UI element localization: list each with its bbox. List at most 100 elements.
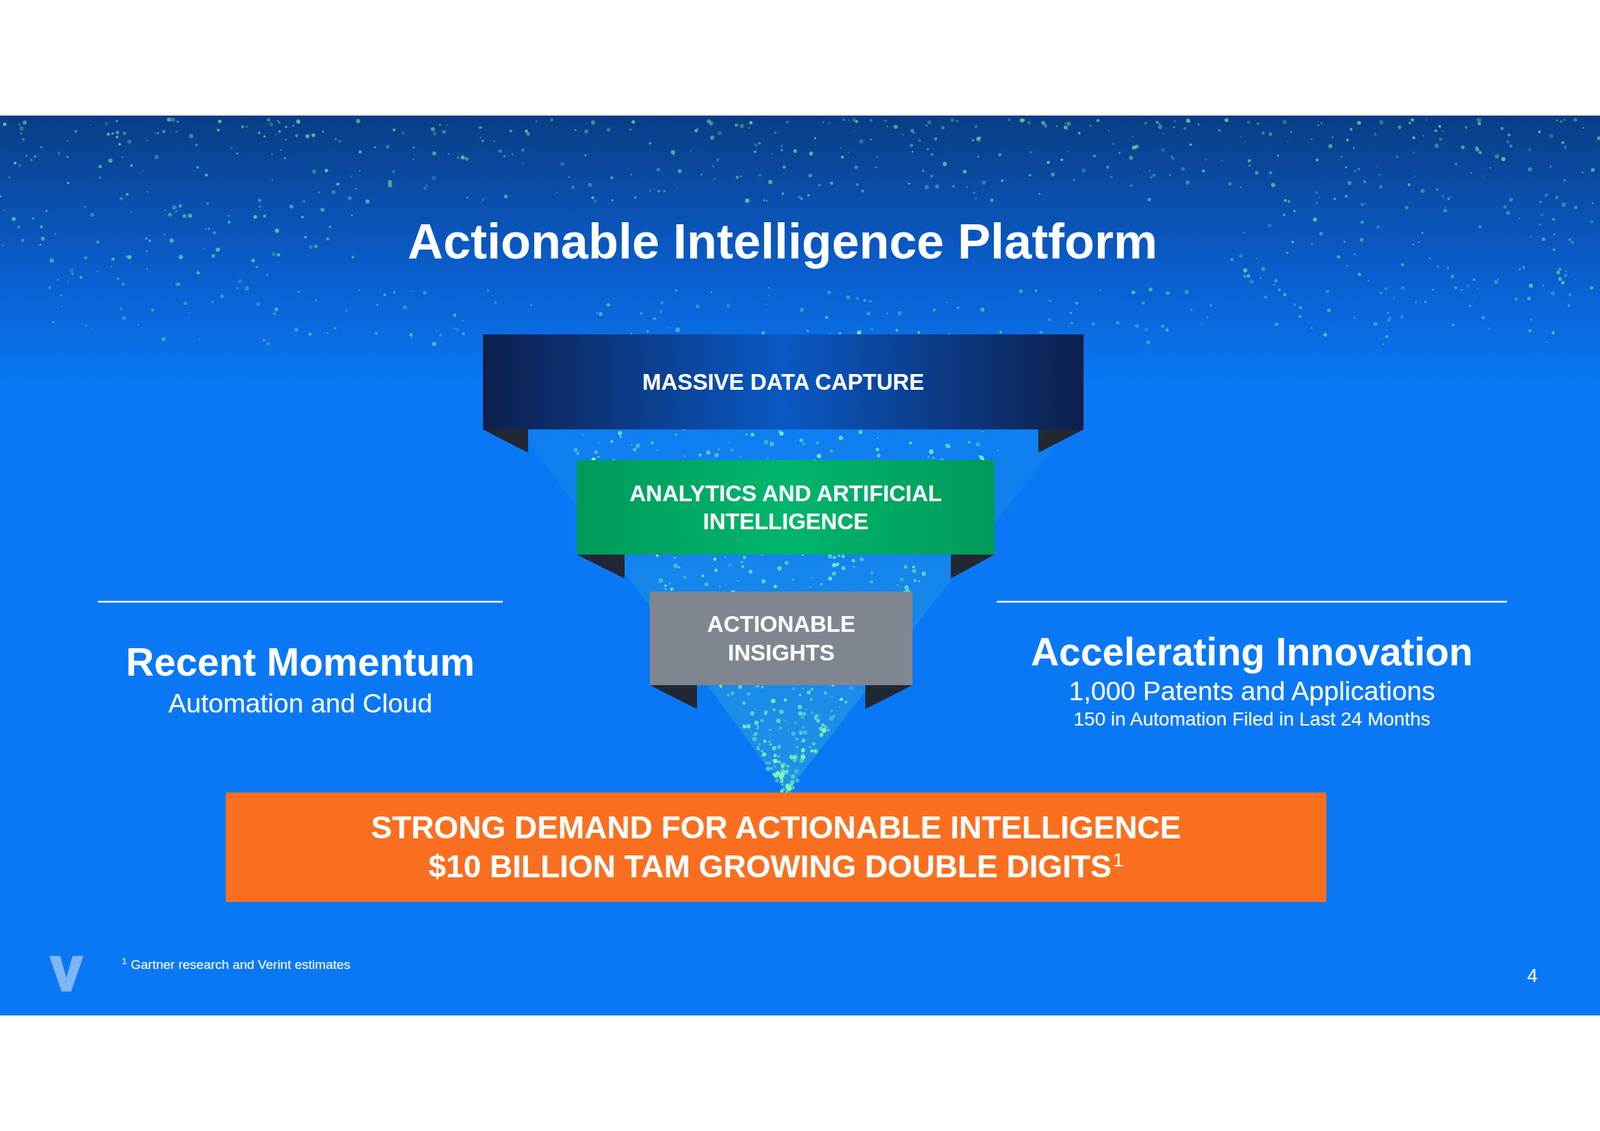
particle-dot	[1130, 184, 1133, 187]
stream-dot	[841, 566, 846, 571]
particle-dot	[1210, 304, 1213, 308]
particle-dot	[355, 188, 358, 191]
stream-dot	[772, 708, 776, 713]
particle-dot	[876, 155, 879, 159]
stream-dot	[764, 762, 768, 765]
particle-dot	[89, 123, 91, 126]
particle-dot	[861, 189, 864, 193]
particle-dot	[431, 342, 436, 347]
particle-dot	[560, 162, 565, 167]
stream-dot	[619, 435, 622, 438]
particle-dot	[1346, 264, 1348, 267]
particle-dot	[4, 209, 6, 211]
particle-dot	[1047, 318, 1051, 322]
particle-dot	[220, 294, 224, 299]
particle-dot	[303, 235, 307, 239]
stream-dot	[684, 455, 686, 457]
stream-dot	[773, 765, 776, 768]
particle-dot	[127, 255, 132, 260]
particle-dot	[90, 212, 95, 217]
stream-dot	[753, 707, 756, 710]
stream-dot	[778, 430, 782, 434]
particle-dot	[700, 173, 703, 176]
particle-dot	[765, 303, 767, 306]
particle-dot	[1247, 159, 1252, 163]
particle-dot	[365, 199, 370, 204]
particle-dot	[660, 300, 664, 305]
particle-dot	[1283, 292, 1287, 297]
particle-dot	[338, 139, 342, 143]
particle-dot	[1227, 181, 1232, 186]
stream-dot	[808, 746, 811, 749]
particle-dot	[478, 125, 481, 129]
stream-dot	[811, 577, 814, 579]
particle-dot	[1376, 225, 1381, 230]
particle-dot	[350, 214, 353, 217]
stream-dot	[750, 433, 754, 437]
stream-dot	[750, 711, 755, 716]
particle-dot	[1431, 288, 1434, 291]
particle-dot	[166, 117, 172, 122]
particle-dot	[1447, 197, 1450, 200]
particle-dot	[236, 287, 239, 289]
particle-dot	[383, 293, 387, 297]
particle-dot	[782, 165, 786, 169]
particle-dot	[218, 119, 222, 124]
particle-dot	[1353, 253, 1356, 256]
particle-dot	[1528, 283, 1533, 288]
particle-dot	[1343, 240, 1346, 243]
particle-dot	[431, 175, 436, 180]
stream-dot	[816, 441, 819, 444]
particle-dot	[277, 253, 281, 257]
footnote-mark: 1	[121, 956, 127, 967]
stream-dot	[764, 710, 768, 714]
particle-dot	[1081, 168, 1086, 173]
particle-dot	[740, 175, 742, 178]
particle-dot	[1078, 132, 1081, 135]
particle-dot	[1287, 200, 1291, 204]
particle-dot	[847, 119, 849, 122]
particle-dot	[311, 133, 315, 137]
particle-dot	[175, 282, 180, 287]
particle-dot	[1500, 127, 1504, 130]
stream-dot	[851, 558, 856, 563]
particle-dot	[391, 170, 396, 174]
stream-dot	[779, 779, 784, 784]
particle-dot	[1454, 286, 1458, 291]
particle-dot	[357, 288, 361, 292]
stream-dot	[597, 441, 600, 444]
particle-dot	[270, 153, 273, 156]
particle-dot	[595, 311, 598, 314]
particle-dot	[1506, 140, 1510, 144]
stream-dot	[762, 720, 765, 723]
particle-dot	[240, 125, 245, 129]
particle-dot	[245, 125, 248, 128]
particle-dot	[235, 152, 239, 155]
particle-dot	[455, 327, 459, 331]
stream-dot	[762, 752, 767, 757]
stream-dot	[772, 746, 777, 751]
particle-dot	[1141, 301, 1145, 305]
stream-dot	[981, 430, 983, 433]
particle-dot	[314, 299, 318, 303]
stream-dot	[838, 706, 841, 708]
particle-dot	[22, 120, 27, 125]
particle-dot	[1063, 125, 1068, 130]
particle-dot	[402, 305, 408, 310]
particle-dot	[1034, 289, 1038, 293]
particle-dot	[203, 248, 205, 250]
particle-dot	[257, 199, 262, 203]
stream-dot	[752, 733, 756, 737]
particle-dot	[716, 158, 720, 162]
particle-dot	[21, 138, 25, 141]
particle-dot	[657, 190, 661, 193]
particle-dot	[1441, 129, 1445, 133]
stream-dot	[821, 723, 825, 728]
particle-dot	[814, 137, 817, 140]
particle-dot	[1400, 285, 1405, 290]
stream-dot	[931, 456, 935, 460]
particle-dot	[1318, 197, 1320, 199]
stream-dot	[769, 441, 774, 447]
particle-dot	[1229, 257, 1234, 262]
particle-dot	[392, 128, 397, 133]
